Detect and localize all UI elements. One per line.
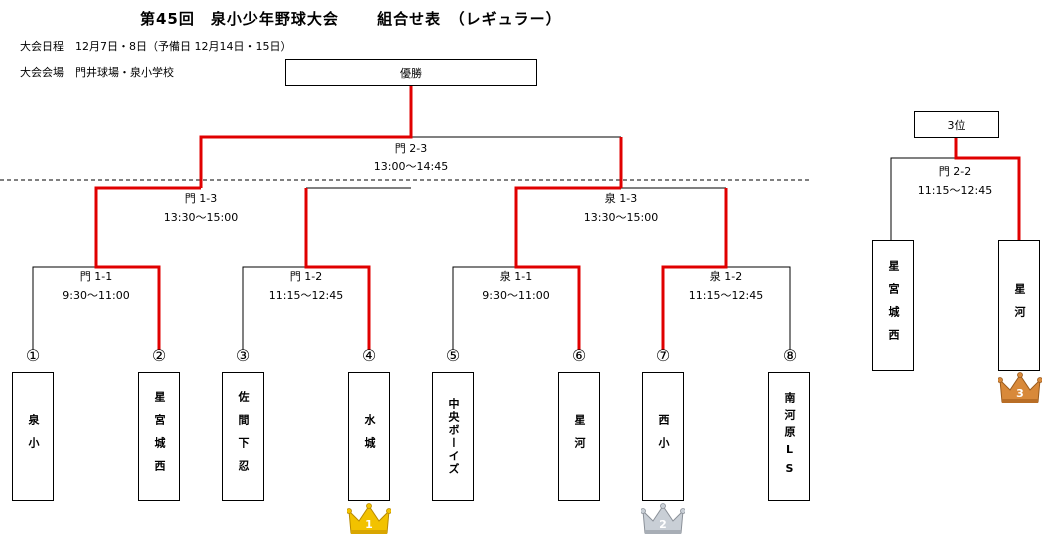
match-semi-right-venue: 泉 1-3 (604, 192, 638, 205)
crown-rank-label: 2 (659, 518, 667, 531)
third-team-box: 星宮城西 (872, 240, 914, 371)
venue-text: 大会会場 門井球場・泉小学校 (20, 66, 174, 79)
seed-number: ⑥ (571, 346, 587, 365)
match-final-time: 13:00〜14:45 (373, 160, 449, 173)
team-box: 佐間下忍 (222, 372, 264, 501)
crown-rank-label: 3 (1016, 387, 1024, 400)
match-r1-4-venue: 泉 1-2 (709, 270, 743, 283)
match-r1-1-time: 9:30〜11:00 (62, 289, 130, 302)
page-title: 第45回 泉小少年野球大会 組合せ表 （レギュラー） (140, 10, 562, 28)
team-box: 西小 (642, 372, 684, 501)
match-third-time: 11:15〜12:45 (917, 184, 993, 197)
bracket-red-lines (94, 86, 1021, 350)
seed-number: ⑧ (782, 346, 798, 365)
seed-number: ⑦ (655, 346, 671, 365)
third-team-box: 星河 (998, 240, 1040, 371)
champion-box: 優勝 (285, 59, 537, 86)
match-final-venue: 門 2-3 (394, 142, 428, 155)
match-semi-right-time: 13:30〜15:00 (583, 211, 659, 224)
team-box: 星宮城西 (138, 372, 180, 501)
match-r1-4-time: 11:15〜12:45 (688, 289, 764, 302)
third-place-box: 3位 (914, 111, 999, 138)
match-semi-left-time: 13:30〜15:00 (163, 211, 239, 224)
match-r1-2-time: 11:15〜12:45 (268, 289, 344, 302)
bronze-crown-icon: 3 (998, 372, 1042, 403)
match-r1-3-time: 9:30〜11:00 (482, 289, 550, 302)
match-r1-1-venue: 門 1-1 (79, 270, 113, 283)
seed-number: ⑤ (445, 346, 461, 365)
seed-number: ② (151, 346, 167, 365)
silver-crown-icon: 2 (641, 503, 685, 534)
match-third-venue: 門 2-2 (938, 165, 972, 178)
team-box: 南河原LS (768, 372, 810, 501)
gold-crown-icon: 1 (347, 503, 391, 534)
seed-number: ③ (235, 346, 251, 365)
match-r1-2-venue: 門 1-2 (289, 270, 323, 283)
match-semi-left-venue: 門 1-3 (184, 192, 218, 205)
seed-number: ④ (361, 346, 377, 365)
team-box: 水城 (348, 372, 390, 501)
seed-number: ① (25, 346, 41, 365)
team-box: 泉小 (12, 372, 54, 501)
crown-rank-label: 1 (365, 518, 373, 531)
schedule-text: 大会日程 12月7日・8日（予備日 12月14日・15日） (20, 40, 292, 53)
team-box: 中央ボーイズ (432, 372, 474, 501)
bracket-black-lines (32, 136, 956, 350)
team-box: 星河 (558, 372, 600, 501)
match-r1-3-venue: 泉 1-1 (499, 270, 533, 283)
